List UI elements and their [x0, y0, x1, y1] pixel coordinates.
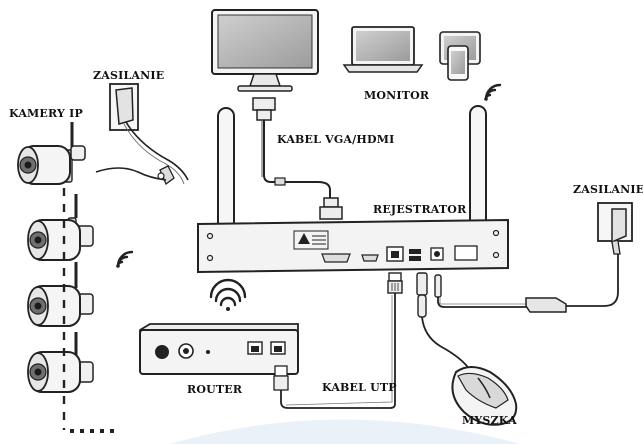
- monitor-icon: [211, 9, 319, 92]
- continuation-dots: [70, 429, 114, 433]
- router-label: ROUTER: [187, 383, 243, 396]
- ip-camera-1-icon: [17, 122, 86, 185]
- usb-cable-icon: [416, 272, 471, 371]
- cable-utp-label: KABEL UTP: [322, 381, 397, 394]
- ip-camera-3-icon: [27, 262, 94, 327]
- background-arc: [170, 419, 520, 444]
- monitor-label: MONITOR: [364, 89, 430, 102]
- power-adapter-left-icon: [95, 83, 189, 186]
- vga-cable-icon: [252, 97, 343, 220]
- mouse-label: MYSZKA: [462, 414, 517, 427]
- wifi-icon-top-right: [484, 83, 502, 101]
- ip-camera-2-icon: [27, 194, 94, 261]
- power-left-label: ZASILANIE: [93, 69, 165, 82]
- cable-vga-label: KABEL VGA/HDMI: [277, 133, 395, 146]
- power-right-label: ZASILANIE: [573, 183, 643, 196]
- recorder-label: REJESTRATOR: [373, 203, 467, 216]
- mouse-icon: [451, 366, 518, 426]
- dc-cable-icon: [434, 254, 619, 313]
- laptop-icon: [342, 26, 424, 73]
- cameras-label: KAMERY IP: [9, 107, 83, 120]
- lan-cable-icon: [280, 272, 403, 409]
- wifi-icon-router: [209, 278, 247, 311]
- phone-icon: [447, 45, 469, 81]
- power-adapter-right-icon: [597, 202, 633, 255]
- ip-camera-4-icon: [27, 332, 94, 393]
- nvr-recorder-icon: [197, 218, 509, 274]
- router-icon: [139, 323, 299, 391]
- wifi-icon-cameras: [116, 250, 134, 268]
